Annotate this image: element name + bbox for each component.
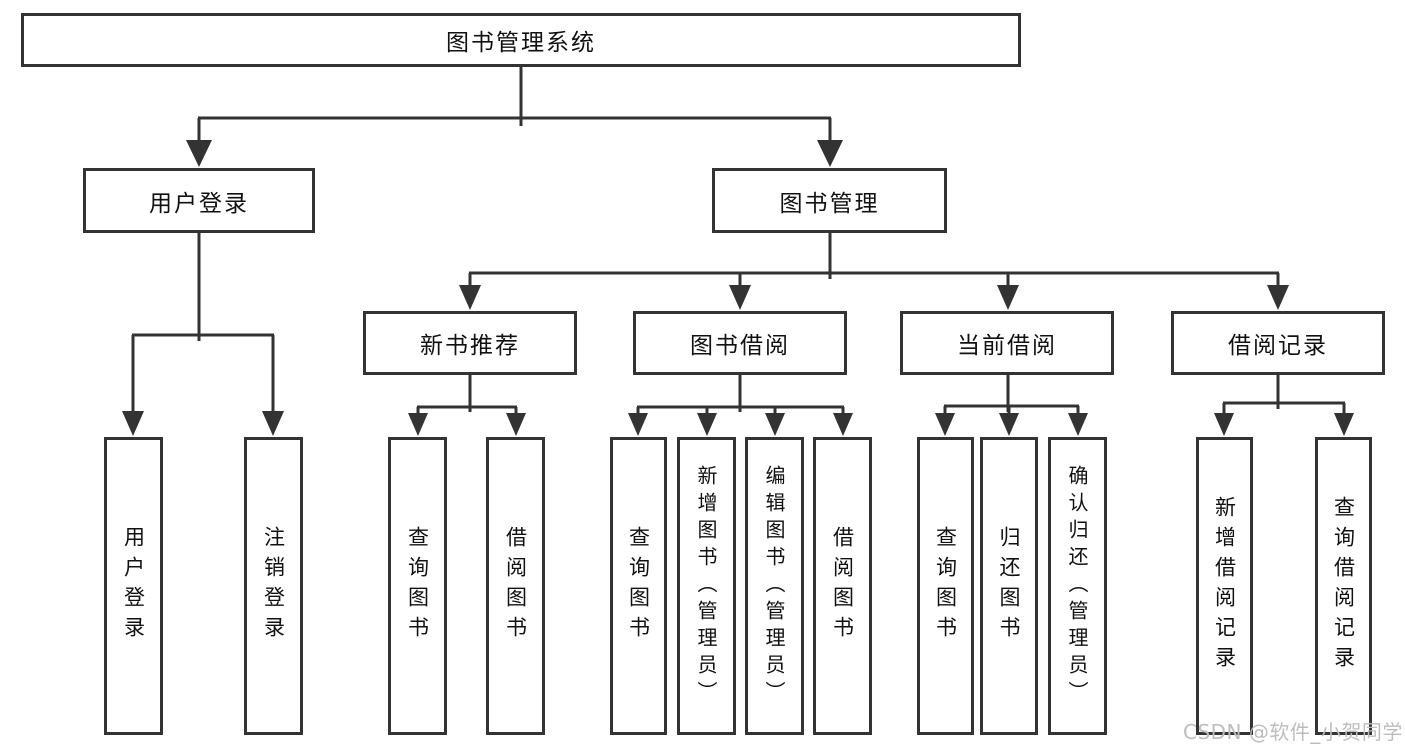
leaf-edit-book-admin-label: 编辑图书（管理员） bbox=[762, 464, 786, 708]
leaf-borrow-book-2: 借阅图书 bbox=[813, 437, 872, 735]
node-borrow-record: 借阅记录 bbox=[1171, 311, 1385, 375]
leaf-add-book-admin-label: 新增图书（管理员） bbox=[694, 464, 718, 708]
connector-new-book-to-leaves bbox=[408, 375, 526, 436]
node-book-borrow-label: 图书借阅 bbox=[690, 333, 790, 359]
leaf-confirm-return-admin: 确认归还（管理员） bbox=[1048, 437, 1107, 735]
leaf-query-book-1-label: 查询图书 bbox=[405, 526, 430, 646]
node-current-borrow-label: 当前借阅 bbox=[957, 333, 1057, 359]
leaf-borrow-book-1: 借阅图书 bbox=[486, 437, 545, 735]
leaf-query-book-2: 查询图书 bbox=[610, 437, 667, 735]
connector-user-login-to-leaves bbox=[122, 232, 284, 436]
leaf-borrow-book-2-label: 借阅图书 bbox=[830, 526, 855, 646]
node-root-label: 图书管理系统 bbox=[446, 30, 596, 56]
leaf-query-borrow-record-label: 查询借阅记录 bbox=[1331, 496, 1356, 676]
leaf-edit-book-admin: 编辑图书（管理员） bbox=[745, 437, 804, 735]
leaf-user-login-label: 用户登录 bbox=[121, 526, 146, 646]
leaf-add-borrow-record-label: 新增借阅记录 bbox=[1212, 496, 1237, 676]
leaf-borrow-book-1-label: 借阅图书 bbox=[503, 526, 528, 646]
connector-book-borrow-to-leaves bbox=[628, 375, 853, 436]
node-book-mgmt: 图书管理 bbox=[712, 168, 947, 233]
leaf-query-book-3-label: 查询图书 bbox=[933, 526, 958, 646]
node-new-book-recommend: 新书推荐 bbox=[363, 311, 577, 375]
connector-borrow-record-to-leaves bbox=[1214, 375, 1354, 436]
leaf-return-book-label: 归还图书 bbox=[997, 526, 1021, 646]
leaf-query-book-3: 查询图书 bbox=[917, 437, 974, 735]
leaf-confirm-return-admin-label: 确认归还（管理员） bbox=[1065, 464, 1089, 708]
node-book-mgmt-label: 图书管理 bbox=[779, 190, 880, 217]
node-book-borrow: 图书借阅 bbox=[633, 311, 847, 375]
node-borrow-record-label: 借阅记录 bbox=[1228, 333, 1328, 359]
leaf-logout-label: 注销登录 bbox=[261, 526, 286, 646]
connector-root-to-level1 bbox=[186, 66, 843, 167]
node-user-login-label: 用户登录 bbox=[149, 190, 249, 217]
node-root: 图书管理系统 bbox=[21, 13, 1021, 67]
leaf-add-borrow-record: 新增借阅记录 bbox=[1196, 437, 1253, 735]
leaf-query-book-2-label: 查询图书 bbox=[626, 526, 651, 646]
leaf-query-borrow-record: 查询借阅记录 bbox=[1315, 437, 1372, 735]
leaf-query-book-1: 查询图书 bbox=[388, 437, 447, 735]
node-user-login: 用户登录 bbox=[83, 168, 315, 233]
connector-book-mgmt-to-level2 bbox=[459, 232, 1289, 310]
csdn-watermark: CSDN @软件_小贺同学 bbox=[1183, 720, 1403, 744]
node-new-book-recommend-label: 新书推荐 bbox=[420, 333, 520, 359]
leaf-add-book-admin: 新增图书（管理员） bbox=[677, 437, 736, 735]
node-current-borrow: 当前借阅 bbox=[900, 311, 1114, 375]
leaf-logout: 注销登录 bbox=[244, 437, 303, 735]
leaf-return-book: 归还图书 bbox=[980, 437, 1038, 735]
connector-current-borrow-to-leaves bbox=[935, 375, 1088, 436]
leaf-user-login: 用户登录 bbox=[104, 437, 163, 735]
